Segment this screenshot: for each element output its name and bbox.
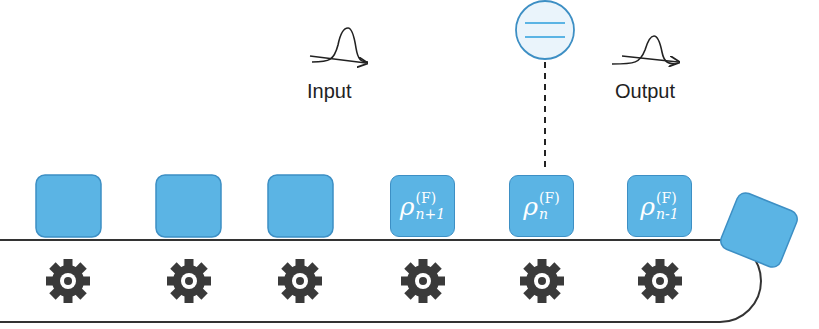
gear	[167, 259, 211, 303]
output-pulse	[612, 36, 678, 64]
input-pulse	[310, 28, 368, 63]
superscript: (F)	[539, 190, 560, 206]
signal-label: Input	[307, 80, 351, 103]
interaction-line	[544, 62, 546, 168]
gear	[520, 259, 564, 303]
blank-boxes	[36, 175, 333, 237]
state-box: ρ(F)n-1	[627, 175, 692, 237]
gear-row	[46, 259, 682, 303]
state-symbol: ρ	[640, 194, 655, 219]
gear	[46, 259, 90, 303]
superscript: (F)	[416, 190, 437, 206]
state-symbol: ρ	[400, 194, 415, 219]
atom-circle	[516, 1, 574, 59]
energy-level	[525, 36, 565, 38]
index-stack: (F)n+1	[416, 190, 446, 222]
signal-label: Output	[615, 80, 675, 103]
state-symbol: ρ	[523, 194, 538, 219]
conveyor-belt	[0, 240, 761, 322]
subscript: n-1	[656, 206, 679, 222]
subscript: n+1	[416, 206, 446, 222]
superscript: (F)	[656, 190, 677, 206]
gear	[401, 259, 445, 303]
state-box: ρ(F)n+1	[390, 175, 455, 237]
index-stack: (F)n-1	[656, 190, 679, 222]
gear	[278, 259, 322, 303]
index-stack: (F)n	[539, 190, 560, 222]
energy-level	[525, 22, 565, 24]
state-box: ρ(F)n	[509, 175, 574, 237]
subscript: n	[539, 206, 548, 222]
falling-box	[718, 190, 800, 270]
gear	[638, 259, 682, 303]
